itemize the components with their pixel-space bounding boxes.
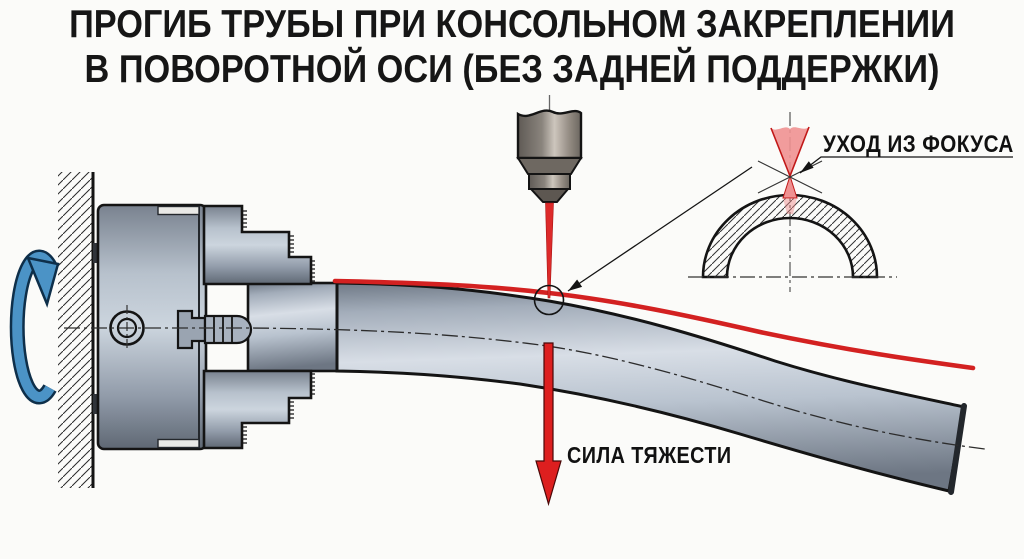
focus-label-leader [799,156,1013,174]
page-title: ПРОГИБ ТРУБЫ ПРИ КОНСОЛЬНОМ ЗАКРЕПЛЕНИИ … [61,2,962,92]
pipe-clamped-section [246,281,339,373]
wall-mount [58,172,99,488]
pipe-cross-section [701,193,879,279]
gravity-force-label: СИЛА ТЯЖЕСТИ [567,442,732,468]
focus-point-marker [533,284,565,316]
title-line-1: ПРОГИБ ТРУБЫ ПРИ КОНСОЛЬНОМ ЗАКРЕПЛЕНИИ [69,3,955,46]
focus-detail-view [688,112,1013,292]
focus-deviation-label: УХОД ИЗ ФОКУСА [823,131,1014,158]
pipe-centerline [64,327,986,450]
detail-leader-line [567,166,753,292]
laser-head-icon [516,95,583,203]
deflection-curve [332,278,976,371]
laser-beam-icon [545,202,554,299]
lathe-chuck [96,203,208,451]
chuck-jaw-top [202,204,315,286]
rotation-arrow-icon [9,249,60,405]
gravity-arrow-icon [535,342,562,507]
pipe [335,281,967,495]
chuck-jaw-bottom [202,369,315,450]
title-line-2: В ПОВОРОТНОЙ ОСИ (БЕЗ ЗАДНЕЙ ПОДДЕРЖКИ) [84,48,940,91]
pipe-end-face [948,403,967,495]
chuck-center-stub [176,309,253,350]
